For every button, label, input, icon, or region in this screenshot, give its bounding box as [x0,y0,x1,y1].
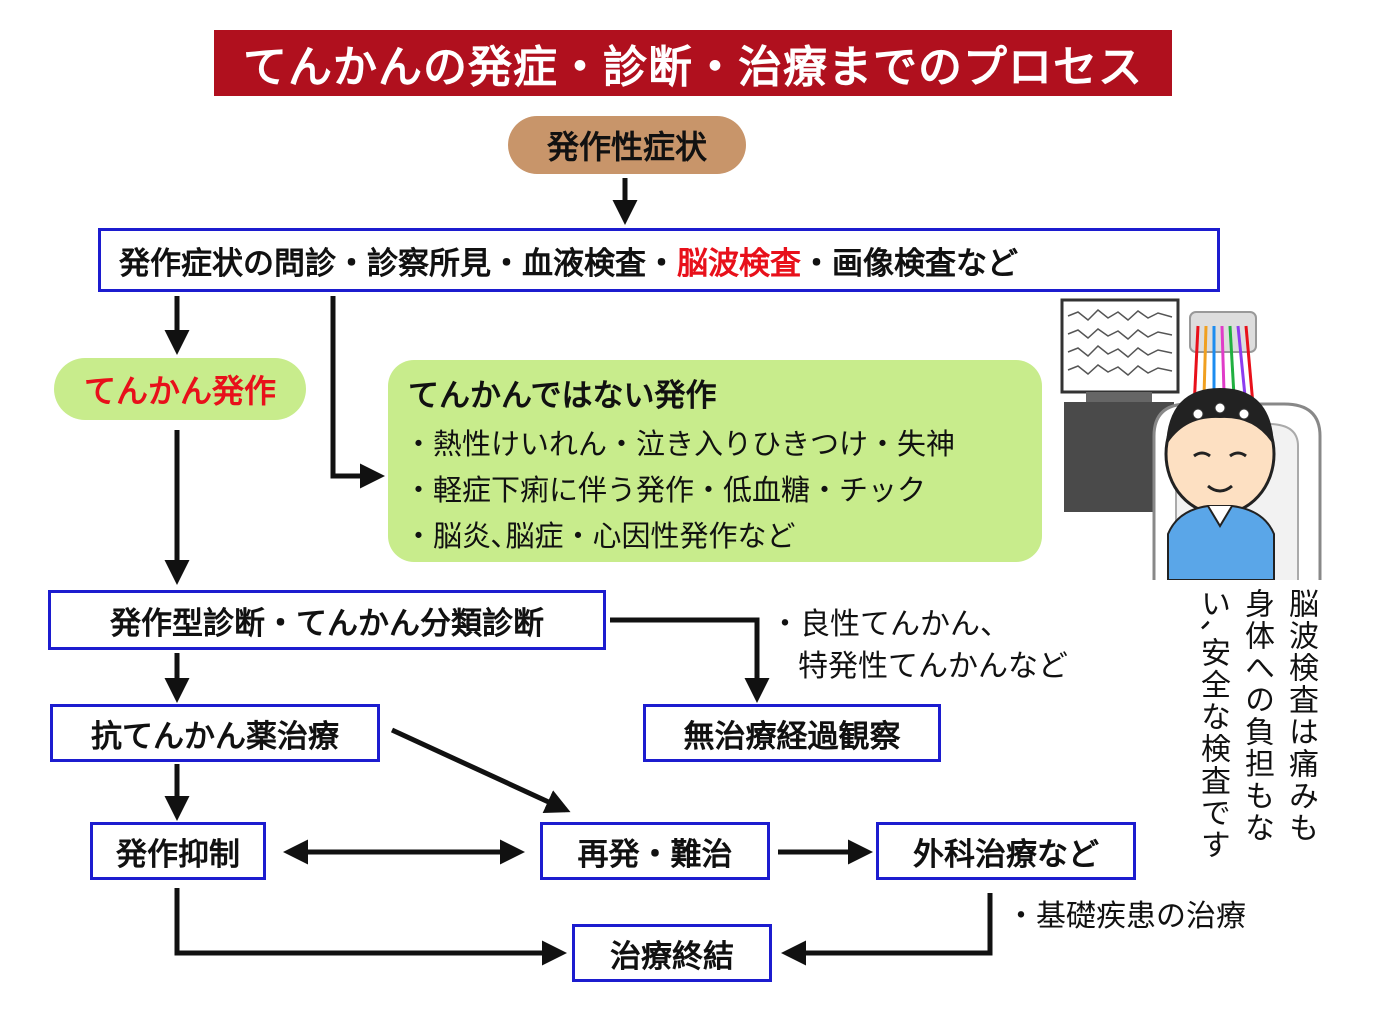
eeg-safety-line: 脳波検査は痛みも [1283,588,1318,844]
benign-note-line: 特発性てんかんなど [798,649,1068,684]
non-epileptic-item: ・軽症下痢に伴う発作・低血糖・チック [404,473,927,507]
node-no-treatment: 無治療経過観察 [643,704,941,762]
eeg-illustration [1060,298,1322,580]
eeg-safety-line: 身体への負担もな [1239,588,1274,844]
non-epileptic-title: てんかんではない発作 [408,378,717,414]
node-epileptic-seizure: てんかん発作 [54,358,306,420]
arrow-aed-to-relapse [390,727,571,814]
arrow-surgery-to-end [781,893,993,966]
exam-text-b: ・画像検査など [801,245,1018,282]
exam-text-a: 発作症状の問診・診察所見・血液検査・ [119,245,677,282]
node-relapse: 再発・難治 [540,822,770,880]
node-treatment-end: 治療終結 [572,924,772,982]
benign-note: ・良性てんかん、 特発性てんかんなど [770,604,1068,688]
page-title: てんかんの発症・診断・治療までのプロセス [214,30,1172,96]
non-epileptic-item: ・熱性けいれん・泣き入りひきつけ・失神 [404,427,956,461]
exam-text-eeg: 脳波検査 [677,245,801,282]
node-examinations: 発作症状の問診・診察所見・血液検査・脳波検査・画像検査など [98,228,1220,292]
node-surgery: 外科治療など [876,822,1136,880]
arrow-exam-to-nonepileptic [330,296,385,489]
arrow-control-to-end [174,888,567,966]
node-classification: 発作型診断・てんかん分類診断 [48,590,606,650]
underlying-note: ・基礎疾患の治療 [1006,899,1246,934]
node-seizure-control: 発作抑制 [90,822,266,880]
benign-note-line: ・良性てんかん、 [770,607,1010,642]
node-aed-treatment: 抗てんかん薬治療 [50,704,380,762]
node-non-epileptic: てんかんではない発作 ・熱性けいれん・泣き入りひきつけ・失神 ・軽症下痢に伴う発… [388,360,1042,562]
node-seizure-symptoms: 発作性症状 [508,116,746,174]
arrow-classification-to-notreatment [610,617,770,703]
eeg-safety-line: い､安全な検査です [1195,588,1230,861]
non-epileptic-item: ・脳炎､脳症・心因性発作など [404,519,796,553]
eeg-safety-note: 脳波検査は痛みも 身体への負担もな い､安全な検査です [1190,588,1322,878]
